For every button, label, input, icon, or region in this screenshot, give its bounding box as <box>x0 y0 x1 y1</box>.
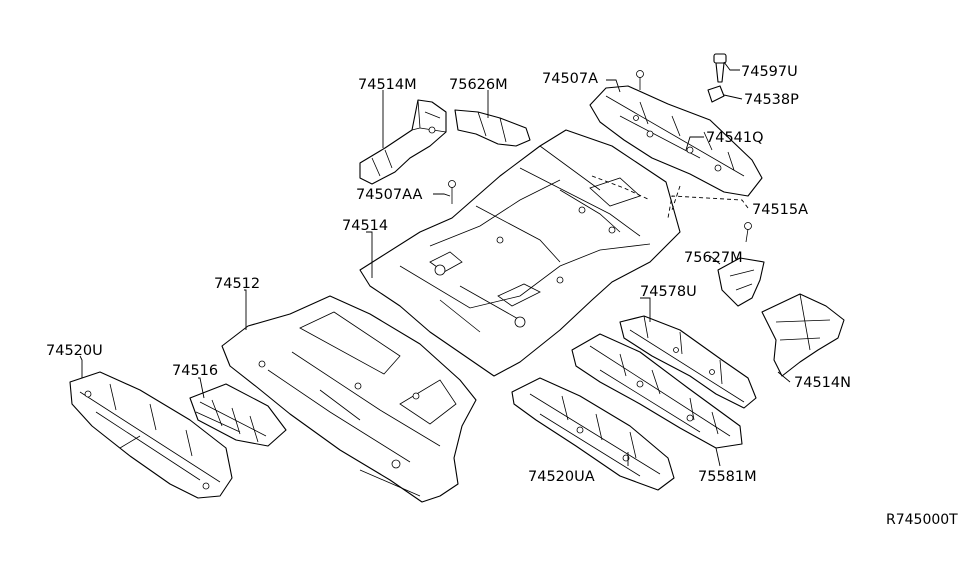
label-74507AA: 74507AA <box>356 187 422 203</box>
label-75581M: 75581M <box>698 469 757 485</box>
diagram-reference-code: R745000T <box>886 512 958 528</box>
label-74578U: 74578U <box>640 284 697 300</box>
label-74514: 74514 <box>342 218 388 234</box>
leader-lines <box>79 61 791 467</box>
label-74512: 74512 <box>214 276 260 292</box>
part-75581M-shape <box>571 333 743 449</box>
part-74514N-shape <box>761 293 845 377</box>
label-74597U: 74597U <box>741 64 798 80</box>
part-74520UA-shape <box>511 377 675 491</box>
label-74515A: 74515A <box>752 202 808 218</box>
label-74520UA: 74520UA <box>528 469 595 485</box>
part-74538P-clip <box>707 85 725 103</box>
label-74541Q: 74541Q <box>706 130 764 146</box>
part-74516-shape <box>189 383 287 447</box>
part-74541Q-shape <box>589 85 763 197</box>
part-74514-shape <box>359 129 681 377</box>
part-74507A-bolt <box>636 70 644 90</box>
label-74514M: 74514M <box>358 77 417 93</box>
part-labels: 74514M 75626M 74507A 74597U 74538P 74541… <box>46 64 958 528</box>
part-75627M-shape <box>717 257 765 307</box>
label-74516: 74516 <box>172 363 218 379</box>
part-74578U-shape <box>619 315 757 409</box>
label-74514N: 74514N <box>794 375 851 391</box>
label-74520U: 74520U <box>46 343 103 359</box>
part-74515A-bolt <box>744 222 752 243</box>
part-75626M-shape <box>454 109 531 147</box>
label-75626M: 75626M <box>449 77 508 93</box>
part-74520U-shape <box>69 371 233 499</box>
label-74538P: 74538P <box>744 92 799 108</box>
part-74507AA-bolt <box>448 180 456 204</box>
part-74512-shape <box>221 295 477 503</box>
part-74597U-clip <box>713 53 727 83</box>
label-75627M: 75627M <box>684 250 743 266</box>
part-74514M-shape <box>359 99 447 185</box>
label-74507A: 74507A <box>542 71 598 87</box>
